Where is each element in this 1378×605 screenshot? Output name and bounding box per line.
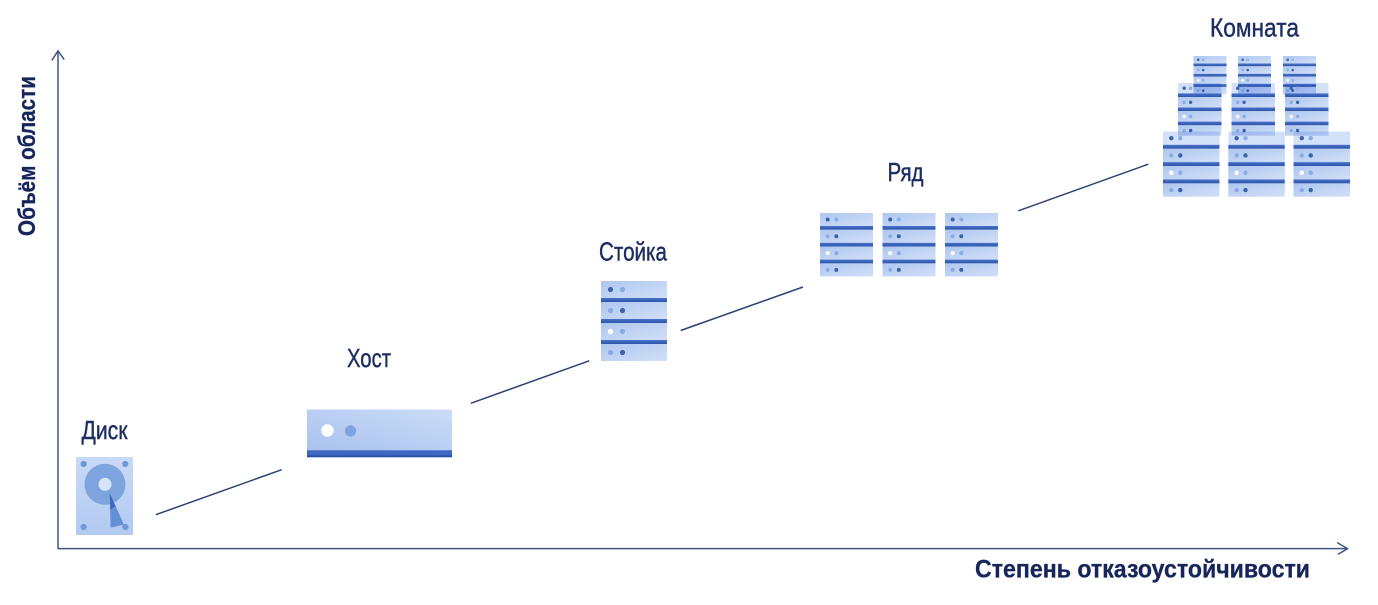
- svg-text:Диск: Диск: [82, 415, 129, 445]
- svg-text:Стойка: Стойка: [599, 237, 667, 267]
- svg-text:Степень отказоустойчивости: Степень отказоустойчивости: [975, 556, 1310, 584]
- svg-text:Объём области: Объём области: [14, 76, 41, 236]
- svg-text:Ряд: Ряд: [888, 157, 924, 187]
- svg-text:Комната: Комната: [1210, 13, 1299, 43]
- svg-text:Хост: Хост: [347, 343, 391, 373]
